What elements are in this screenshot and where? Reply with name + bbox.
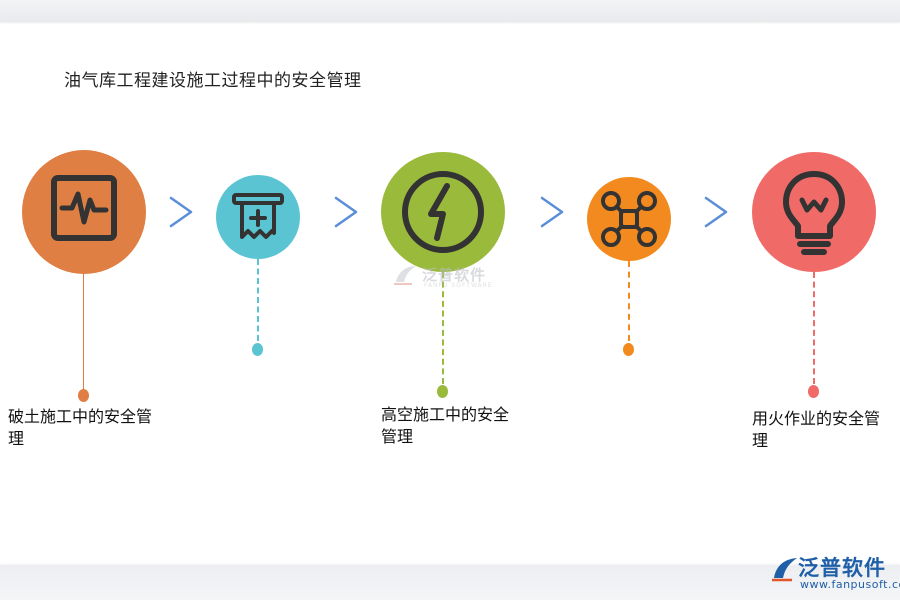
brand-name: 泛普软件 bbox=[798, 556, 886, 580]
dot-height bbox=[437, 385, 448, 398]
dot-soil bbox=[78, 389, 89, 402]
lightning-bolt-icon bbox=[402, 171, 484, 253]
dot-drone bbox=[623, 343, 634, 356]
diagram-title: 油气库工程建设施工过程中的安全管理 bbox=[64, 71, 362, 91]
brand-url: www.fanpusoft.com bbox=[800, 578, 900, 591]
step-node-drone bbox=[587, 177, 671, 261]
step-node-height bbox=[381, 152, 505, 272]
brand-logo: 泛普软件 www.fanpusoft.com bbox=[770, 552, 900, 598]
watermark-sub: FANPU SOFTWARE bbox=[424, 282, 493, 289]
dot-receipt bbox=[252, 343, 263, 356]
arrow-4 bbox=[701, 194, 731, 230]
chevron-right-icon bbox=[704, 196, 728, 228]
stem-drone bbox=[628, 261, 630, 341]
fanpu-logo-icon bbox=[394, 266, 416, 285]
lightbulb-icon bbox=[783, 171, 845, 255]
arrow-2 bbox=[331, 194, 361, 230]
receipt-plus-icon bbox=[232, 193, 284, 239]
top-band bbox=[0, 0, 900, 22]
step-node-fire bbox=[752, 152, 876, 272]
chevron-right-icon bbox=[540, 196, 564, 228]
fanpu-logo-icon bbox=[772, 558, 797, 582]
step-node-soil bbox=[22, 150, 146, 274]
dot-fire bbox=[808, 385, 819, 398]
stem-fire bbox=[813, 272, 815, 384]
watermark: 泛普软件 FANPU SOFTWARE bbox=[392, 262, 492, 292]
bottom-band bbox=[0, 565, 900, 600]
watermark-name: 泛普软件 bbox=[422, 266, 487, 284]
chevron-right-icon bbox=[169, 196, 193, 228]
stem-height bbox=[442, 272, 444, 384]
chevron-right-icon bbox=[334, 196, 358, 228]
drone-icon bbox=[601, 191, 657, 247]
arrow-3 bbox=[537, 194, 567, 230]
stem-soil bbox=[83, 274, 84, 390]
arrow-1 bbox=[166, 194, 196, 230]
step-label-fire: 用火作业的安全管理 bbox=[752, 409, 881, 450]
step-label-soil: 破土施工中的安全管理 bbox=[8, 407, 153, 448]
activity-monitor-icon bbox=[51, 175, 117, 241]
step-node-receipt bbox=[216, 175, 300, 259]
step-label-height: 高空施工中的安全管理 bbox=[381, 405, 510, 446]
stem-receipt bbox=[257, 259, 259, 341]
